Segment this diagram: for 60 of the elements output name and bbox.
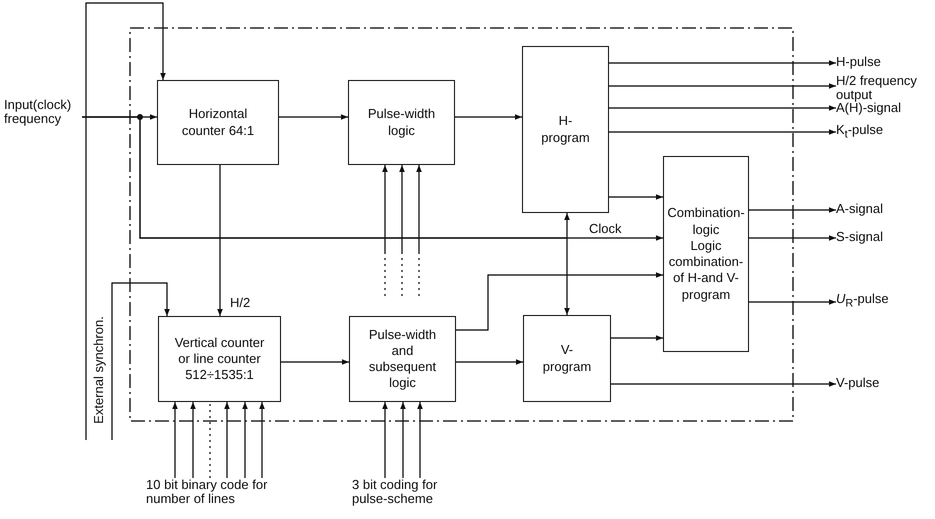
- edge-label: Clock: [587, 222, 624, 236]
- block-label: Pulse-width logic: [366, 106, 436, 139]
- signal-label: S-signal: [836, 230, 884, 244]
- signal-label: U$_{R}$-pulse: [836, 292, 890, 310]
- block-label: Combination-logic: [666, 205, 746, 238]
- signal-arrow: [749, 299, 836, 305]
- connector-line: [209, 402, 211, 478]
- signal-label: H-pulse: [836, 55, 882, 69]
- signal-arrow: [217, 165, 223, 316]
- block-label: H-program: [540, 113, 591, 146]
- function-block: [157, 80, 279, 165]
- signal-arrow: [111, 282, 170, 440]
- signal-arrow: [609, 129, 836, 135]
- signal-arrow: [609, 194, 663, 200]
- edge-label: H/2: [228, 296, 252, 310]
- function-block: [523, 315, 611, 402]
- signal-label: A(H)-signal: [836, 101, 902, 115]
- signal-arrow: [417, 402, 423, 478]
- signal-arrow: [609, 83, 836, 89]
- block-label: Vertical counter or line counter 512÷1535:1: [174, 334, 266, 384]
- signal-label: 10 bit binary code for number of lines: [146, 478, 268, 506]
- signal-label: K$_{t}$-pulse: [836, 123, 884, 141]
- signal-label: Input(clock) frequency: [4, 98, 72, 126]
- signal-arrow: [455, 114, 522, 120]
- signal-arrow: [456, 272, 663, 331]
- function-block: [158, 316, 281, 402]
- function-block: [663, 156, 749, 352]
- signal-label: V-pulse: [836, 376, 880, 390]
- signal-arrow: [749, 235, 836, 241]
- signal-arrow: [279, 114, 348, 120]
- function-block: [348, 80, 455, 165]
- signal-arrow: [85, 2, 166, 440]
- signal-arrow: [400, 402, 406, 478]
- block-label: Pulse-width and subsequent logic: [368, 326, 438, 392]
- signal-label: A-signal: [836, 202, 884, 216]
- block-label: Horizontal counter 64:1: [180, 106, 256, 139]
- signal-arrow: [259, 402, 265, 478]
- signal-arrow: [456, 359, 523, 365]
- signal-arrow: [82, 116, 570, 315]
- block-label: Logic combination-of H-and V-program: [668, 238, 744, 303]
- signal-arrow: [609, 60, 836, 66]
- function-block: [349, 316, 456, 402]
- signal-label: H/2 frequency output: [836, 74, 918, 102]
- signal-arrow: [609, 105, 836, 111]
- signal-arrow: [611, 381, 836, 387]
- function-block: [522, 46, 609, 213]
- signal-arrow: [281, 359, 349, 365]
- signal-label: External synchron.: [92, 316, 106, 424]
- signal-arrow: [190, 402, 196, 478]
- block-label: V-program: [542, 342, 592, 375]
- input-arrow: [399, 165, 405, 252]
- signal-arrow: [172, 402, 178, 478]
- signal-arrow: [242, 402, 248, 478]
- signal-arrow: [224, 402, 230, 478]
- signal-arrow: [382, 402, 388, 478]
- signal-arrow: [611, 335, 663, 341]
- signal-label: 3 bit coding for pulse-scheme: [352, 478, 438, 506]
- signal-arrow: [749, 207, 836, 213]
- input-arrow: [382, 165, 388, 252]
- input-arrow: [416, 165, 422, 252]
